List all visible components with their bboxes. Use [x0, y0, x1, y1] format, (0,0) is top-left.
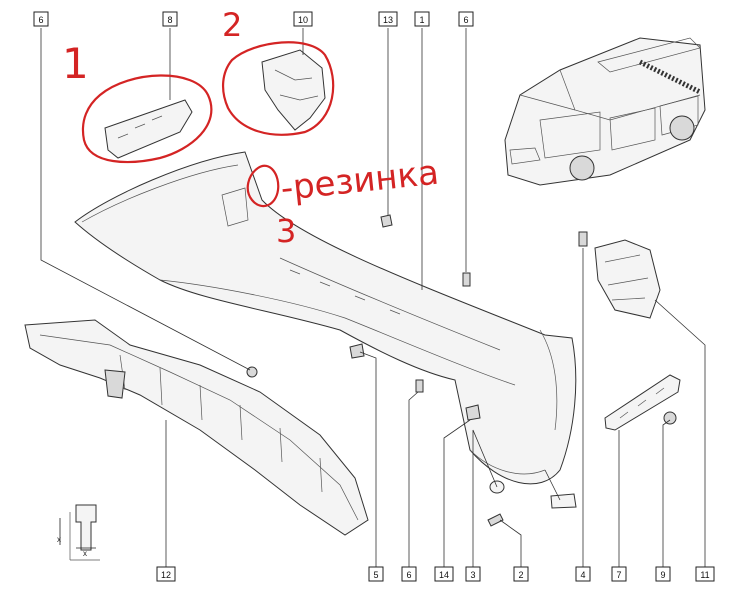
svg-text:7: 7	[616, 570, 621, 580]
bracket-10	[261, 49, 326, 131]
svg-text:6: 6	[406, 570, 411, 580]
bolt-6-middle	[415, 379, 424, 393]
nut-9	[663, 411, 677, 425]
svg-text:6: 6	[38, 15, 43, 25]
callout-6-bottom: 6	[401, 566, 417, 582]
annotation-mark-2: 2	[222, 6, 242, 44]
svg-text:13: 13	[383, 15, 393, 25]
callout-9: 9	[655, 566, 671, 582]
callout-6-top-right: 6	[458, 11, 474, 27]
svg-text:9: 9	[660, 570, 665, 580]
circle-around-bracket-10	[222, 41, 335, 136]
callout-5: 5	[368, 566, 384, 582]
dimension-x-top: x	[57, 535, 61, 544]
annotation-mark-1: 1	[62, 39, 89, 88]
svg-text:11: 11	[700, 570, 709, 580]
callout-3: 3	[465, 566, 481, 582]
callout-14: 14	[434, 566, 454, 582]
svg-text:1: 1	[419, 15, 424, 25]
svg-text:6: 6	[463, 15, 468, 25]
bolt-6-lower	[246, 366, 258, 378]
callout-12: 12	[156, 566, 176, 582]
vehicle-illustration	[504, 37, 706, 186]
screw-2	[487, 513, 504, 527]
bolt-dimension-detail: x x	[57, 504, 100, 561]
annotation-mark-3: 3	[276, 212, 296, 250]
bumper-absorber	[24, 319, 369, 536]
bracket-11	[594, 239, 661, 319]
bracket-8	[104, 99, 193, 159]
circle-around-bracket-8	[81, 74, 213, 164]
clip-14	[465, 404, 481, 421]
annotation-note: -резинка	[279, 153, 441, 209]
svg-text:4: 4	[580, 570, 585, 580]
bolt-6-upper	[462, 272, 471, 287]
svg-text:12: 12	[161, 570, 171, 580]
leader-lines	[40, 28, 706, 572]
rear-bumper-cover	[74, 151, 577, 494]
bracket-7	[604, 374, 681, 431]
callout-13: 13	[378, 11, 398, 27]
callout-8: 8	[162, 11, 178, 27]
svg-text:14: 14	[439, 570, 449, 580]
callout-2: 2	[513, 566, 529, 582]
svg-text:8: 8	[167, 15, 172, 25]
callout-10: 10	[293, 11, 313, 27]
svg-text:3: 3	[470, 570, 475, 580]
callout-1: 1	[414, 11, 430, 27]
callout-11: 11	[695, 566, 715, 582]
svg-text:2: 2	[518, 570, 523, 580]
callout-4: 4	[575, 566, 591, 582]
clip-13	[380, 214, 393, 228]
bolt-4	[578, 231, 588, 247]
clip-5	[349, 343, 365, 359]
callout-6-top-left: 6	[33, 11, 49, 27]
svg-text:10: 10	[298, 15, 308, 25]
svg-text:5: 5	[373, 570, 378, 580]
dimension-x-bottom: x	[83, 549, 87, 558]
plate-3	[550, 493, 577, 509]
circle-around-clip	[246, 164, 280, 208]
callout-7: 7	[611, 566, 627, 582]
